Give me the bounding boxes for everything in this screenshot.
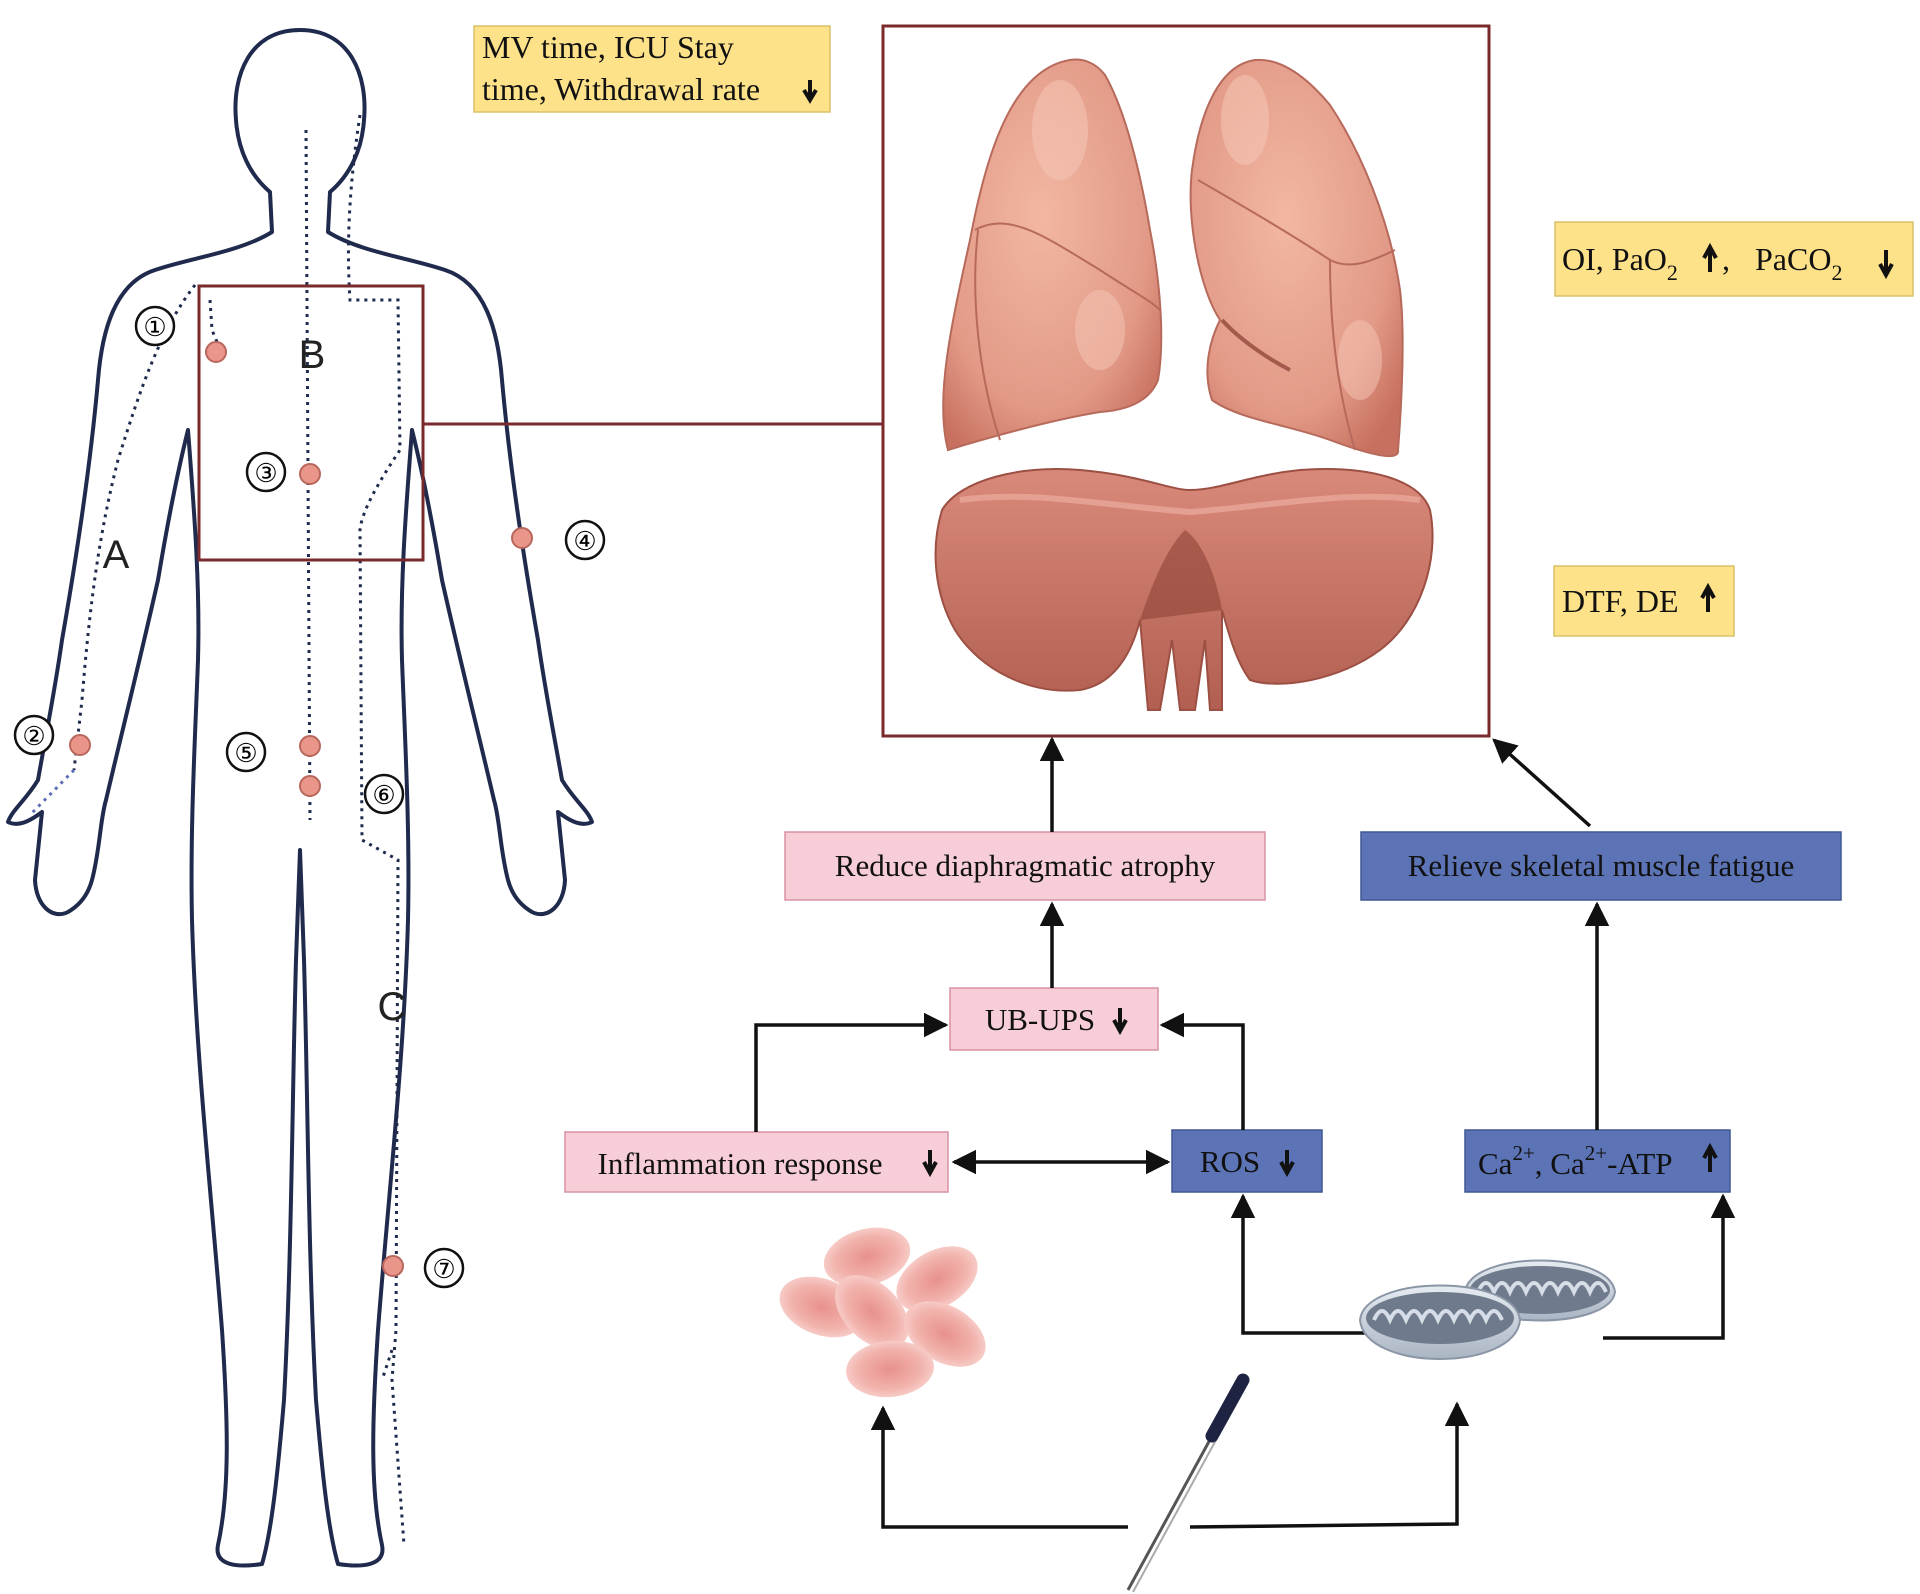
up-arrow-icon — [1700, 582, 1716, 612]
arrow-needle-to-mitochondria — [1189, 1401, 1470, 1529]
organ-panel — [881, 24, 1491, 738]
svg-text:Relieve skeletal muscle fatigu: Relieve skeletal muscle fatigue — [1408, 848, 1795, 883]
mechanism-arrows — [754, 736, 1736, 1529]
acupuncture-needle-icon — [1126, 1373, 1250, 1593]
inflammatory-cells-illustration — [779, 1227, 986, 1398]
svg-text:Reduce diaphragmatic atrophy: Reduce diaphragmatic atrophy — [835, 848, 1216, 883]
meridian-label-b: B — [299, 333, 326, 377]
meridian-line-a — [72, 284, 197, 771]
human-body-figure: ① ② ③ ④ ⑤ ⑥ ⑦ A B C — [6, 28, 883, 1568]
acupoint-7-dot — [382, 1255, 404, 1277]
chest-focus-box — [197, 284, 425, 562]
arrow-needle-to-cells — [870, 1405, 1128, 1529]
svg-text:OI, PaO2: OI, PaO2 — [1562, 241, 1678, 285]
up-arrow-icon — [1702, 1142, 1718, 1172]
acupoint-2-label: ② — [13, 714, 55, 756]
svg-text:⑦: ⑦ — [432, 1255, 455, 1284]
svg-text:②: ② — [22, 722, 45, 751]
meridian-line-a-branch — [208, 299, 224, 355]
svg-text:Inflammation response: Inflammation response — [598, 1146, 883, 1181]
arrow-fatigue-to-organs — [1492, 738, 1592, 828]
acupoint-6-label: ⑥ — [363, 773, 405, 815]
diaphragm-outcome-box: DTF, DE — [1553, 565, 1735, 637]
meridian-line-a-wrist — [28, 768, 76, 817]
meridian-line-c-foot — [380, 1349, 394, 1381]
svg-text:Ca2+, Ca2+-ATP: Ca2+, Ca2+-ATP — [1478, 1141, 1673, 1181]
mitochondria-illustration — [1358, 1259, 1617, 1360]
ros-box: ROS — [1171, 1129, 1323, 1193]
acupoint-5-label: ⑤ — [225, 731, 267, 773]
svg-text:ROS: ROS — [1200, 1144, 1260, 1179]
svg-text:DTF, DE: DTF, DE — [1562, 583, 1679, 619]
svg-text:UB-UPS: UB-UPS — [985, 1002, 1095, 1037]
body-outline — [6, 28, 594, 1568]
svg-text:⑤: ⑤ — [234, 739, 257, 768]
svg-text:,: , — [1722, 241, 1730, 277]
mitochondrion-front — [1358, 1284, 1522, 1360]
relieve-fatigue-box: Relieve skeletal muscle fatigue — [1360, 831, 1842, 901]
svg-text:③: ③ — [254, 459, 277, 488]
acupoint-3-label: ③ — [245, 451, 287, 493]
acupoint-5b-dot — [299, 775, 321, 797]
acupoint-1-dot — [205, 341, 227, 363]
meridian-label-a: A — [103, 533, 130, 577]
svg-text:⑥: ⑥ — [372, 781, 395, 810]
acupoint-4-label: ④ — [564, 519, 606, 561]
calcium-box: Ca2+, Ca2+-ATP — [1464, 1129, 1731, 1193]
up-arrow-icon — [1702, 242, 1718, 272]
svg-text:MV time, ICU Stay: MV time, ICU Stay — [482, 29, 734, 65]
clinical-outcome-box: MV time, ICU Stay time, Withdrawal rate — [473, 25, 831, 113]
down-arrow-icon — [922, 1150, 938, 1178]
reduce-atrophy-box: Reduce diaphragmatic atrophy — [784, 831, 1266, 901]
arrow-ros-to-ubups — [1159, 1012, 1245, 1130]
acupoint-7-label: ⑦ — [423, 1247, 465, 1289]
acupoint-5a-dot — [299, 735, 321, 757]
arrow-inflammation-to-ubups — [754, 1012, 949, 1132]
meridian-label-c: C — [378, 985, 407, 1029]
acupoint-1-label: ① — [134, 305, 176, 347]
svg-text:①: ① — [143, 313, 166, 342]
acupoint-3-dot — [299, 463, 321, 485]
down-arrow-icon — [802, 80, 818, 104]
down-arrow-icon — [1279, 1150, 1295, 1178]
svg-text:PaCO2: PaCO2 — [1755, 241, 1842, 285]
arrow-mitochondria-to-calcium — [1603, 1193, 1736, 1340]
acupoint-4-dot — [511, 527, 533, 549]
down-arrow-icon — [1112, 1008, 1128, 1036]
ub-ups-box: UB-UPS — [949, 987, 1159, 1051]
inflammation-box: Inflammation response — [564, 1131, 949, 1193]
acupoint-2-dot — [69, 734, 91, 756]
down-arrow-icon — [1878, 250, 1894, 280]
svg-text:④: ④ — [573, 527, 596, 556]
blood-gas-outcome-box: OI, PaO2 , PaCO2 — [1554, 221, 1914, 297]
meridian-line-c — [346, 114, 406, 1546]
svg-text:time, Withdrawal rate: time, Withdrawal rate — [482, 71, 760, 107]
arrow-mitochondria-to-ros — [1230, 1193, 1365, 1335]
